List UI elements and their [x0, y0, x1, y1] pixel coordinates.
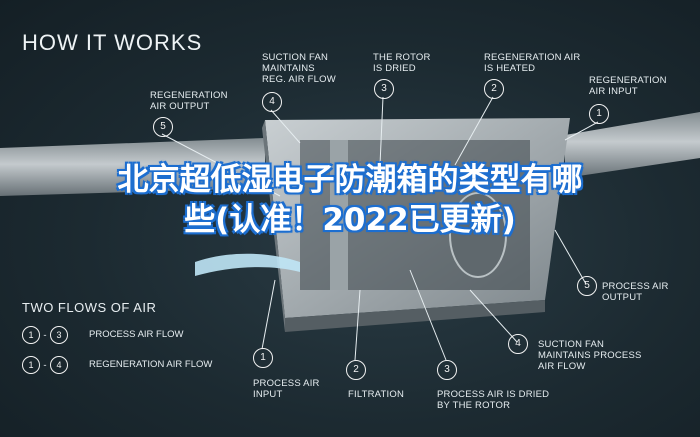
legend-label: REGENERATION AIR FLOW	[89, 359, 213, 370]
callout-process-dried-label: PROCESS AIR IS DRIED BY THE ROTOR	[437, 389, 550, 411]
rotor	[449, 192, 507, 278]
callout-3-rotor-dried-number: 3	[374, 79, 394, 99]
callout-filtration-label: FILTRATION	[348, 389, 405, 400]
legend-from-number: 1	[22, 326, 40, 344]
callout-5-regen-output-number: 5	[153, 117, 173, 137]
airflow-swoosh	[195, 253, 300, 276]
legend-from-number: 1	[22, 356, 40, 374]
right-duct	[565, 112, 700, 178]
legend-to-number: 4	[50, 356, 68, 374]
callout-process-air-input-label: PROCESS AIR INPUT	[253, 378, 320, 400]
overlay-headline: 北京超低湿电子防潮箱的类型有哪些(认准！2022已更新)	[117, 162, 583, 238]
callout-suction-fan-process-label: SUCTION FAN MAINTAINS PROCESS AIR FLOW	[538, 339, 642, 372]
callout-regen-heated-label: REGENERATION AIR IS HEATED	[484, 52, 581, 74]
legend-to-number: 3	[50, 326, 68, 344]
left-duct	[0, 138, 265, 196]
page-title: HOW IT WORKS	[22, 30, 203, 55]
legend-title: TWO FLOWS OF AIR	[22, 300, 157, 315]
callout-1-regen-input-number: 1	[589, 104, 609, 124]
callout-rotor-dried-label: THE ROTOR IS DRIED	[373, 52, 431, 74]
callout-4-suction-fan-process-number: 4	[508, 334, 528, 354]
callout-5-process-output-number: 5	[577, 276, 597, 296]
callout-2-regen-heated-number: 2	[484, 79, 504, 99]
callout-process-air-output-label: PROCESS AIR OUTPUT	[602, 281, 669, 303]
legend-row-regeneration: 1-4 REGENERATION AIR FLOW	[22, 356, 212, 374]
legend-row-process: 1-3 PROCESS AIR FLOW	[22, 326, 184, 344]
callout-4-suction-fan-reg-number: 4	[262, 92, 282, 112]
callout-3-process-dried-number: 3	[437, 360, 457, 380]
legend-label: PROCESS AIR FLOW	[89, 329, 184, 340]
callout-2-filtration-number: 2	[346, 360, 366, 380]
callout-regen-air-input-label: REGENERATION AIR INPUT	[589, 75, 667, 97]
callout-1-process-input-number: 1	[253, 348, 273, 368]
callout-regen-air-output-label: REGENERATION AIR OUTPUT	[150, 90, 228, 112]
callout-suction-fan-reg-label: SUCTION FAN MAINTAINS REG. AIR FLOW	[262, 52, 336, 85]
